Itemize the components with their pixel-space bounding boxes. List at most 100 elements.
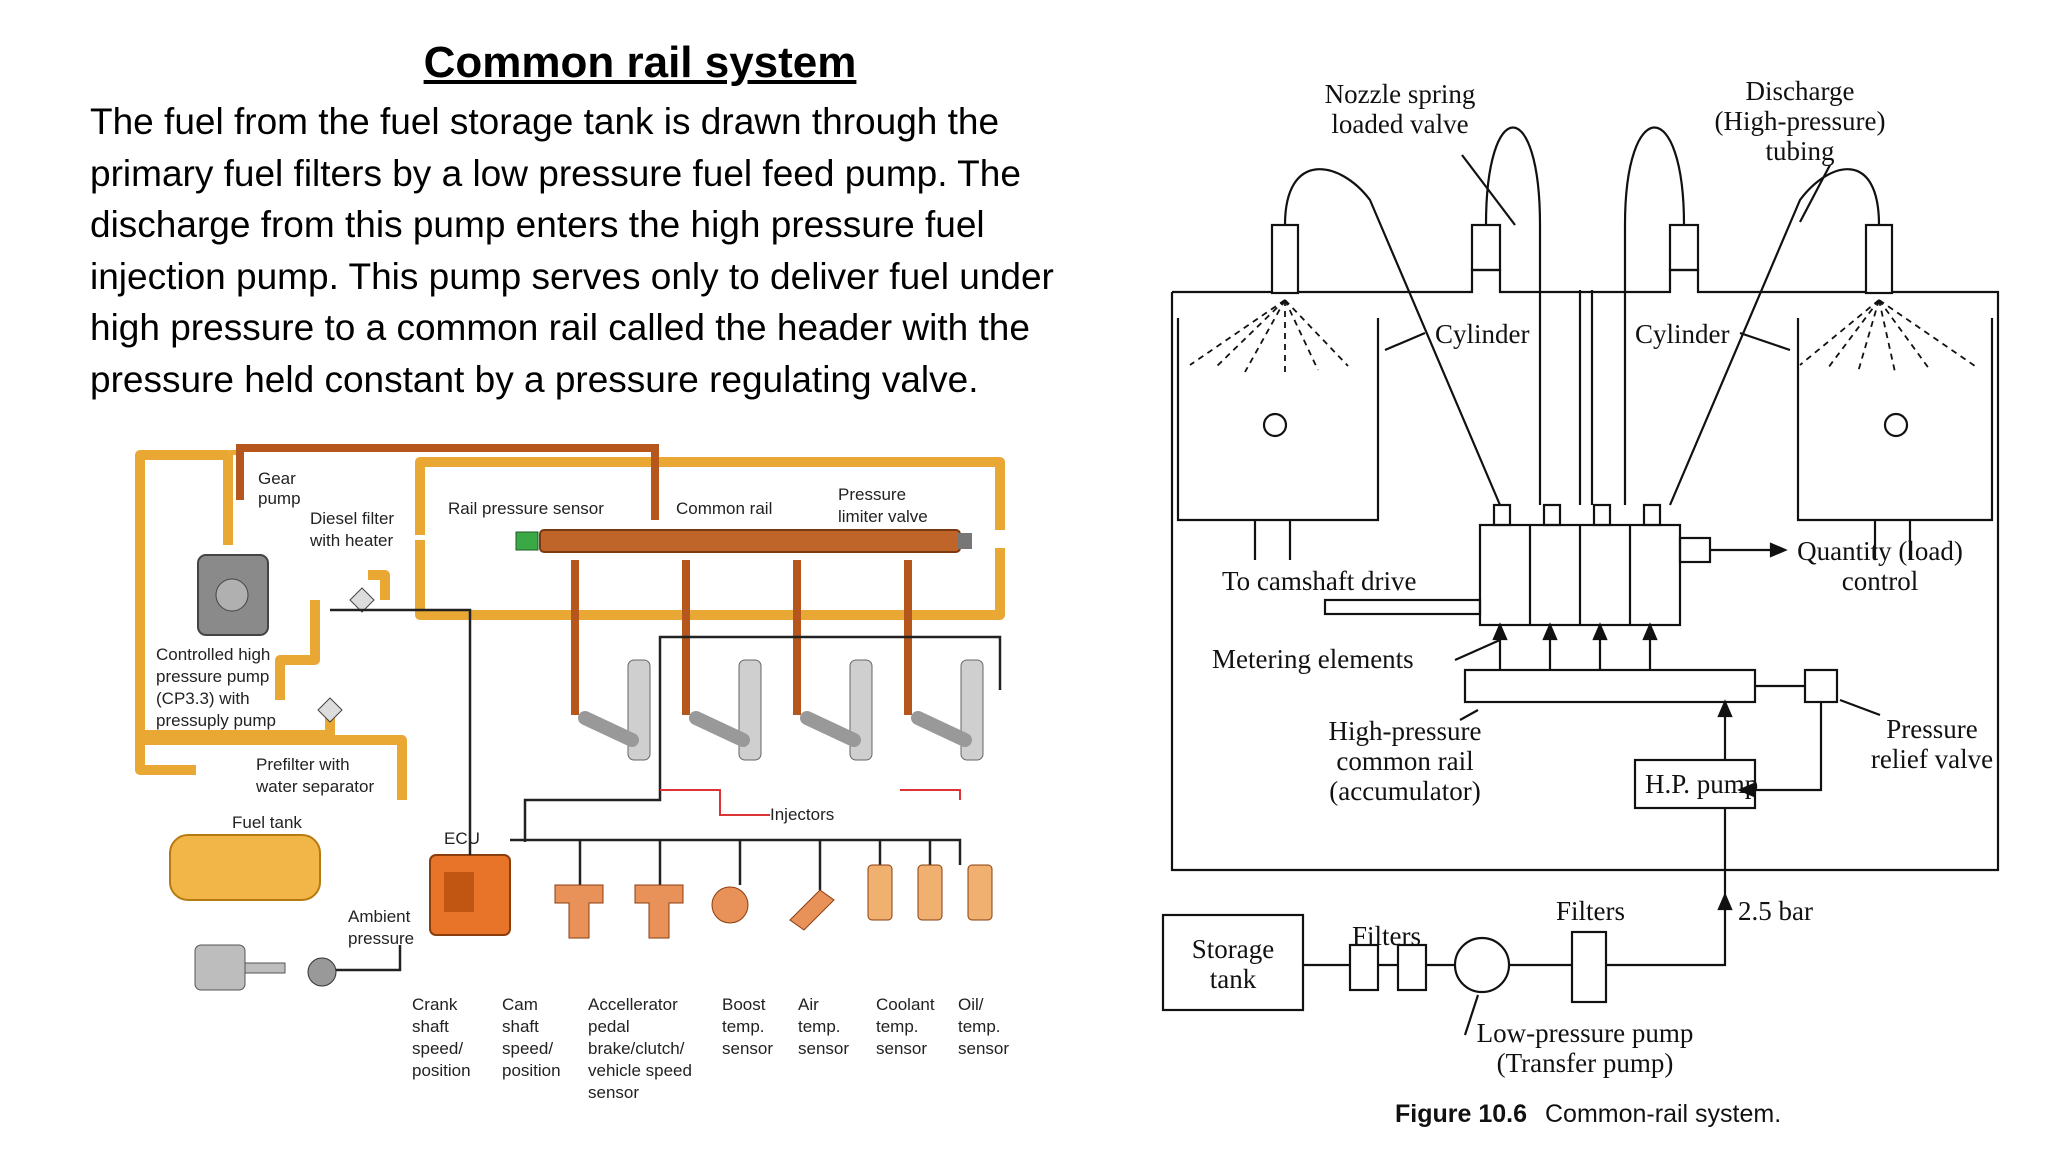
arrowhead — [1717, 892, 1733, 911]
tubing-center-right — [1623, 126, 1686, 505]
rail-risers — [1498, 625, 1652, 670]
label-ecu: ECU — [444, 829, 480, 848]
metering-port — [1542, 503, 1562, 527]
diesel-filter-part — [349, 587, 375, 613]
storage-tank-box — [1161, 913, 1305, 1012]
arrowhead — [1769, 542, 1788, 558]
label-pressure-bar: 2.5 bar — [1738, 896, 1813, 926]
intro-paragraph: The fuel from the fuel storage tank is d… — [90, 96, 1120, 405]
intro-line: primary fuel filters by a low pressure f… — [90, 152, 1021, 194]
injector — [800, 659, 873, 761]
engine-block-outline — [1170, 290, 2000, 872]
label-metering: Metering elements — [1212, 644, 1414, 674]
hp-common-rail — [1463, 668, 1757, 704]
nozzle-valve-center-left — [1470, 223, 1502, 272]
intro-line: The fuel from the fuel storage tank is d… — [90, 101, 1000, 142]
fuel-spray-left — [1189, 299, 1349, 373]
ecu-connector — [444, 872, 474, 912]
filter-box-3 — [1570, 930, 1608, 1004]
slide-title: Common rail system — [423, 38, 857, 87]
schematic-diagram — [1161, 126, 2000, 1036]
label-cylinder-right: Cylinder — [1635, 319, 1730, 349]
label-hp-pump: H.P. pump — [1645, 769, 1758, 799]
leader-lines — [1384, 154, 1881, 1036]
hp-pump-gear — [215, 578, 249, 612]
injector — [689, 659, 762, 761]
lp-line-to-hp — [1606, 808, 1727, 967]
ambient-pressure-sensor-icon — [307, 957, 337, 987]
hp-pump-box — [1633, 758, 1757, 810]
sensor-label-oil: Oil/temp.sensor — [958, 995, 1009, 1058]
key-blade — [244, 962, 286, 974]
fuel-tank-part — [169, 834, 321, 901]
sensor-parts — [554, 864, 993, 939]
metering-port — [1492, 503, 1512, 527]
label-camshaft: To camshaft drive — [1222, 566, 1417, 596]
metering-dividers — [1528, 525, 1632, 625]
intro-line: injection pump. This pump serves only to… — [90, 255, 1054, 297]
figure-caption-text: Common-rail system. — [1545, 1100, 1781, 1128]
label-injectors: Injectors — [770, 805, 834, 824]
label-cylinder-left: Cylinder — [1435, 319, 1530, 349]
intro-line: pressure held constant by a pressure reg… — [90, 358, 979, 400]
injector — [911, 659, 984, 761]
injector — [578, 659, 651, 761]
metering-port — [1642, 503, 1662, 527]
label-filters-right: Filters — [1556, 896, 1625, 926]
label-filters-left: Filters — [1352, 921, 1421, 951]
ignition-key-icon — [194, 944, 246, 991]
filter-box-1 — [1348, 943, 1380, 992]
rail-pressure-sensor-part — [515, 531, 539, 551]
intro-line: discharge from this pump enters the high… — [90, 204, 985, 245]
cylinder-left-wall — [1176, 318, 1380, 522]
camshaft-drive-shaft — [1323, 598, 1482, 616]
figure-caption-number: Figure 10.6 — [1395, 1100, 1527, 1128]
wiring-harness — [330, 608, 1002, 972]
metering-port — [1592, 503, 1612, 527]
relief-return — [1740, 702, 1823, 792]
nozzle-valve-center-right — [1668, 223, 1700, 272]
label-lp-pump: Low-pressure pump(Transfer pump) — [1477, 1018, 1694, 1078]
connecting-rods — [1253, 520, 1912, 560]
lp-pump-circle — [1453, 936, 1511, 994]
common-rail-tube — [539, 529, 961, 553]
injectors-bracket — [660, 789, 961, 816]
tubing-left — [1283, 168, 1502, 506]
intro-line: high pressure to a common rail called th… — [90, 307, 1030, 348]
label-common-rail: Common rail — [676, 499, 772, 518]
tubing-right — [1668, 168, 1881, 506]
fuel-spray-right — [1799, 299, 1976, 373]
engine-top-center — [1298, 268, 1866, 294]
tubing-center-left — [1484, 126, 1542, 505]
label-fuel-tank: Fuel tank — [232, 813, 302, 832]
prefilter-part — [317, 697, 343, 723]
center-drive — [1578, 290, 1594, 505]
piston-left-icon — [1262, 412, 1288, 438]
quantity-control-port — [1678, 536, 1712, 564]
riser-arrowheads — [1492, 622, 1658, 641]
relief-valve-box — [1803, 668, 1839, 704]
filter-box-2 — [1396, 943, 1428, 992]
cylinder-right-wall — [1796, 318, 1994, 522]
label-discharge-tubing: Discharge(High-pressure)tubing — [1715, 76, 1886, 166]
injector-right — [1864, 223, 1894, 295]
injector-left — [1270, 223, 1300, 295]
